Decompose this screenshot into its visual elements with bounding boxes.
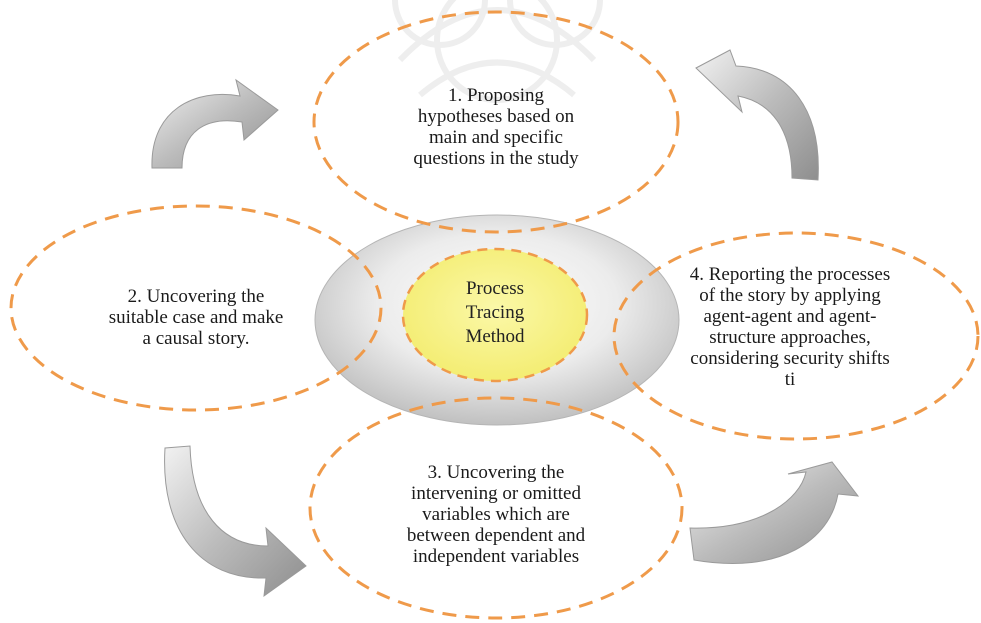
step-2-ellipse <box>9 204 383 412</box>
step-1-label: 1. Proposing hypotheses based on main an… <box>413 85 579 169</box>
center-ellipse <box>401 247 589 383</box>
step-4-ellipse <box>612 231 980 441</box>
watermark-ornament <box>392 0 603 103</box>
curved-arrow-top-left <box>151 78 279 169</box>
center-label: Process Tracing Method <box>465 278 525 347</box>
step-4-label: 4. Reporting the processes of the story … <box>689 264 891 390</box>
step-2-label: 2. Uncovering the suitable case and make… <box>108 286 284 349</box>
step-1-ellipse <box>312 10 680 234</box>
curved-arrow-bottom-left <box>164 445 307 598</box>
curved-arrow-bottom-right <box>689 461 860 564</box>
step-3-ellipse <box>308 396 684 620</box>
curved-arrow-top-right <box>695 49 819 181</box>
step-3-label: 3. Uncovering the intervening or omitted… <box>406 462 586 567</box>
